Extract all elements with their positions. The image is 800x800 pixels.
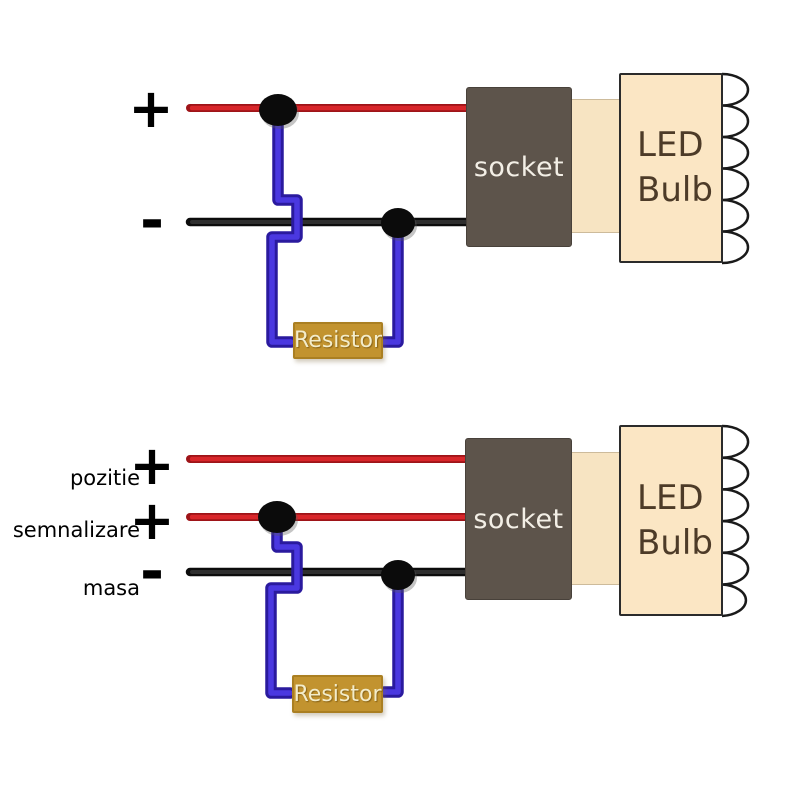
top-junction-dot-positive: [259, 94, 297, 126]
led-label-line1: LED: [637, 477, 704, 518]
bottom-socket-label: socket: [473, 503, 564, 535]
led-label-line1: LED: [637, 125, 704, 166]
jumper-right-core: [381, 577, 401, 695]
top-resistor-box: Resistor: [293, 322, 383, 359]
top-led-bumps: [721, 72, 750, 265]
jumper-right-core: [381, 223, 401, 345]
top-socket-box: socket: [466, 87, 572, 247]
wire-name-pozitie: pozitie: [69, 466, 140, 490]
top-socket-label: socket: [473, 151, 565, 183]
led-label-line2: Bulb: [637, 170, 713, 210]
top-resistor-jumper-wire: [266, 106, 404, 348]
top-negative-sign: -: [139, 186, 165, 254]
bottom-semnalizare-sign: +: [129, 488, 175, 552]
top-led-bulb-label: LED Bulb: [637, 123, 713, 213]
top-positive-sign: +: [128, 76, 174, 140]
bottom-junction-dot-masa: [381, 560, 415, 590]
bottom-masa-sign: -: [139, 537, 165, 605]
jumper-left-core: [269, 109, 300, 345]
top-resistor-label: Resistor: [294, 328, 382, 353]
bottom-resistor-box: Resistor: [292, 675, 383, 713]
bottom-led-bulb-label: LED Bulb: [637, 476, 713, 566]
bottom-socket-connector: [571, 452, 621, 585]
led-label-line2: Bulb: [637, 522, 713, 563]
top-led-bulb-box: LED Bulb: [619, 73, 723, 263]
wire-name-masa: masa: [82, 576, 140, 600]
bottom-resistor-jumper-wire: [265, 515, 404, 699]
bottom-led-bumps: [721, 424, 750, 618]
jumper-left-core: [268, 518, 300, 696]
top-junction-dot-ground: [381, 208, 415, 238]
bottom-resistor-label: Resistor: [293, 681, 382, 707]
bottom-led-bulb-box: LED Bulb: [619, 425, 723, 616]
bottom-junction-dot-semnalizare: [258, 501, 296, 533]
bottom-socket-box: socket: [465, 438, 572, 600]
top-socket-connector: [571, 99, 621, 233]
wire-name-semnalizare: semnalizare: [12, 518, 140, 542]
bottom-pozitie-sign: +: [129, 433, 175, 497]
